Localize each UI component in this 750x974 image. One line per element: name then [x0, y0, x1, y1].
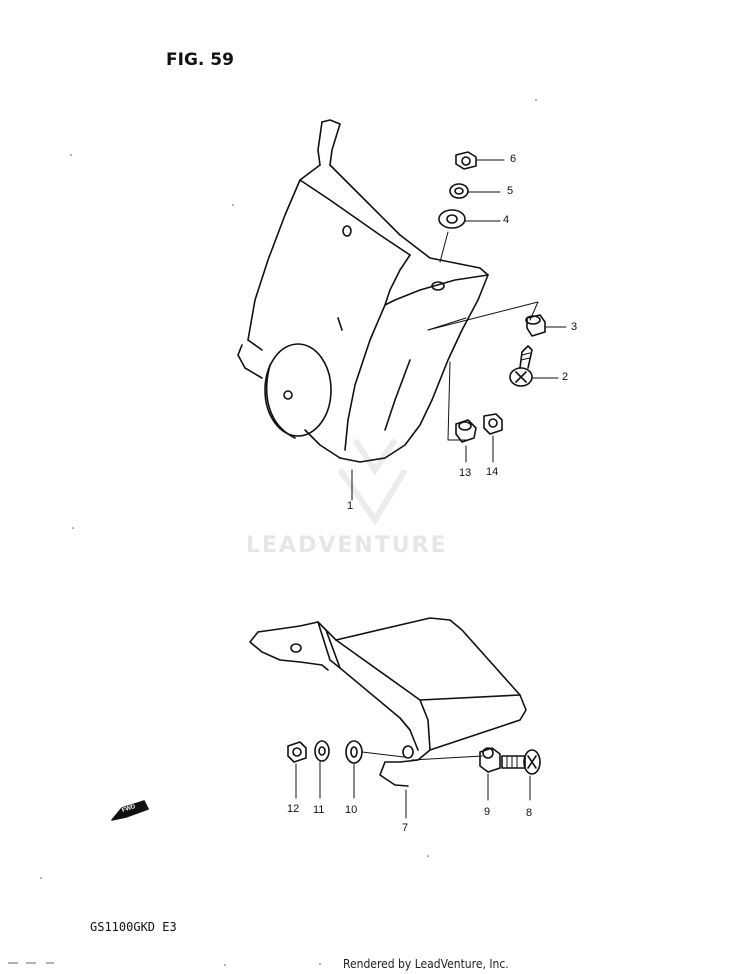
callout-10: 10 [345, 804, 358, 816]
part-13-grommet [455, 419, 477, 463]
rendered-by-credit: Rendered by LeadVenture, Inc. [343, 957, 509, 971]
callout-2: 2 [562, 371, 569, 383]
figure-title: FIG. 59 [166, 50, 234, 70]
part-5-lock-washer [449, 183, 501, 199]
part-7-bracket [249, 617, 527, 819]
part-9-collar [479, 747, 501, 801]
callout-14: 14 [486, 466, 499, 478]
callout-13: 13 [459, 467, 472, 479]
callout-9: 9 [484, 806, 491, 818]
part-11-lock-washer [314, 740, 330, 799]
fwd-arrow-icon [111, 800, 149, 821]
model-code: GS1100GKD E3 [90, 920, 177, 934]
part-1-cover [237, 119, 489, 463]
part-4-washer [438, 209, 501, 229]
part-6-nut [455, 151, 505, 170]
callout-1: 1 [347, 500, 354, 512]
part-10-washer [345, 740, 363, 799]
part-14-nut [483, 413, 503, 463]
callout-5: 5 [507, 185, 514, 197]
callout-11: 11 [313, 804, 325, 816]
callout-6: 6 [510, 153, 517, 165]
callout-4: 4 [503, 214, 510, 226]
callout-8: 8 [526, 807, 533, 819]
callout-7: 7 [402, 822, 409, 834]
callout-12: 12 [287, 803, 300, 815]
part-2-screw [509, 345, 559, 387]
part-12-nut [287, 741, 307, 799]
callout-3: 3 [571, 321, 578, 333]
part-3-collar [525, 314, 567, 337]
watermark-text: LEADVENTURE [246, 533, 448, 558]
part-8-screw [501, 749, 541, 801]
